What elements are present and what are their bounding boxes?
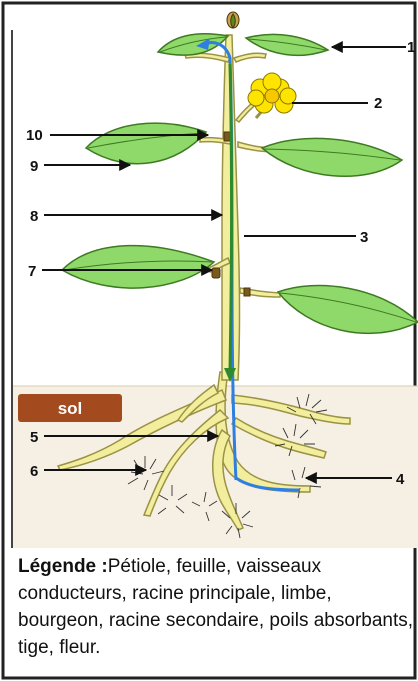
label-7: 7 bbox=[28, 263, 36, 280]
label-10: 10 bbox=[26, 127, 43, 144]
label-8: 8 bbox=[30, 208, 38, 225]
label-3: 3 bbox=[360, 229, 368, 246]
label-2: 2 bbox=[374, 95, 382, 112]
soil-label: sol bbox=[58, 399, 83, 418]
label-6: 6 bbox=[30, 463, 38, 480]
legend-title: Légende : bbox=[18, 556, 108, 577]
label-4: 4 bbox=[396, 471, 405, 488]
legend: Légende :Pétiole, feuille, vaisseaux con… bbox=[18, 553, 414, 661]
elaborated-sap-arrow bbox=[230, 64, 232, 370]
label-9: 9 bbox=[30, 158, 38, 175]
label-5: 5 bbox=[30, 429, 38, 446]
label-1: 1 bbox=[407, 39, 415, 56]
